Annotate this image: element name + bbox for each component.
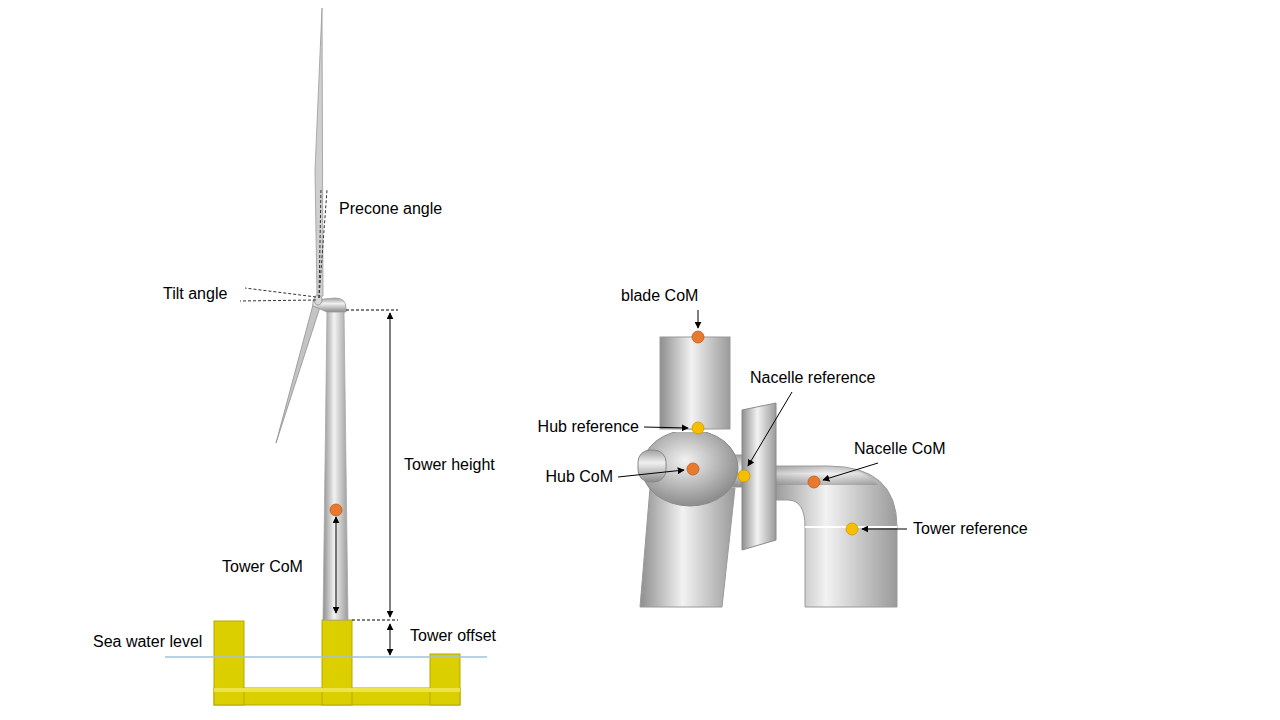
marker-dots [687,331,858,535]
blade [276,301,321,443]
platform-highlight [214,688,460,692]
reference-label: Hub reference [538,418,639,436]
sea-line [165,656,487,658]
com-label: blade CoM [621,287,698,305]
reference-label: Tower reference [913,520,1028,538]
dimension-lines [336,310,398,655]
blade-root [660,337,730,429]
water-label: Sea water level [93,633,202,651]
nacelle-body [768,466,897,607]
nacelle-shade [768,466,878,485]
dimension-label: Tower height [404,456,495,474]
com-label: Tower CoM [222,558,303,576]
com-label: Hub CoM [545,468,613,486]
tilt-lines [240,288,316,301]
angle-label: Tilt angle [163,285,227,303]
spinner [638,450,666,482]
angle-label: Precone angle [339,200,442,218]
dimension-label: Tower offset [410,627,496,645]
com-label: Nacelle CoM [854,440,946,458]
reference-label: Nacelle reference [750,369,875,387]
com-dot [330,504,342,516]
precone-lines [319,188,327,298]
blade [315,8,323,297]
leader-lines [618,310,907,529]
tower [323,310,348,620]
